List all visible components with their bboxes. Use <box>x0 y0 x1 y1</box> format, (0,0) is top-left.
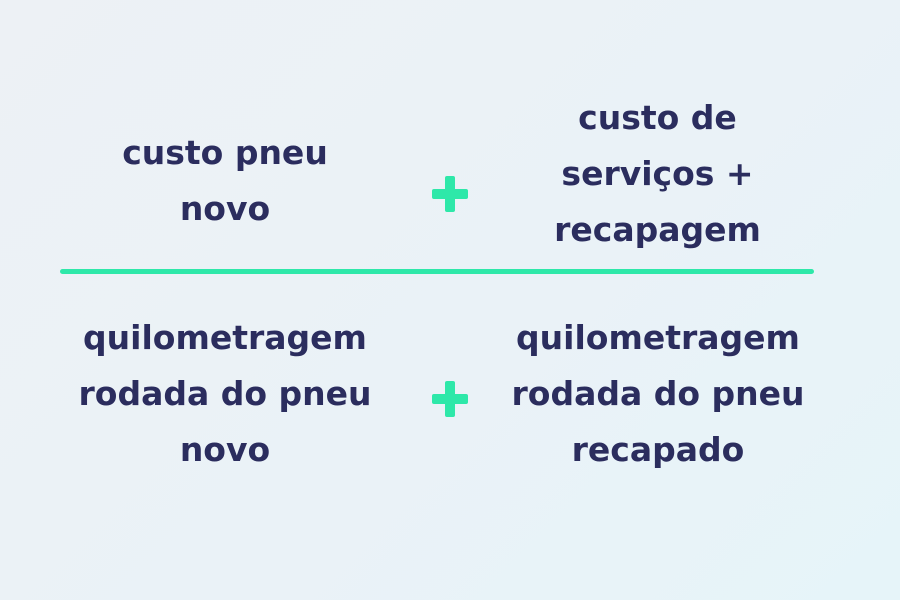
denominator-right-line-2: rodada do pneu <box>511 374 805 413</box>
numerator-left-term: custo pneu novo <box>75 125 375 237</box>
numerator-plus-icon <box>432 176 468 212</box>
numerator-left-line-2: novo <box>179 189 271 228</box>
denominator-right-term: quilometragem rodada do pneu recapado <box>488 310 828 478</box>
fraction-bar <box>60 269 814 274</box>
denominator-plus-icon <box>432 381 468 417</box>
numerator-right-term: custo de serviços + recapagem <box>505 90 810 258</box>
numerator-right-line-3: recapagem <box>554 210 761 249</box>
denominator-left-line-1: quilometragem <box>83 318 367 357</box>
denominator-right-line-1: quilometragem <box>516 318 800 357</box>
denominator-right-line-3: recapado <box>571 430 745 469</box>
denominator-left-line-3: novo <box>179 430 271 469</box>
numerator-right-line-1: custo de <box>578 98 737 137</box>
numerator-left-line-1: custo pneu <box>122 133 328 172</box>
numerator-right-line-2: serviços + <box>561 154 754 193</box>
denominator-left-term: quilometragem rodada do pneu novo <box>55 310 395 478</box>
denominator-left-line-2: rodada do pneu <box>78 374 372 413</box>
